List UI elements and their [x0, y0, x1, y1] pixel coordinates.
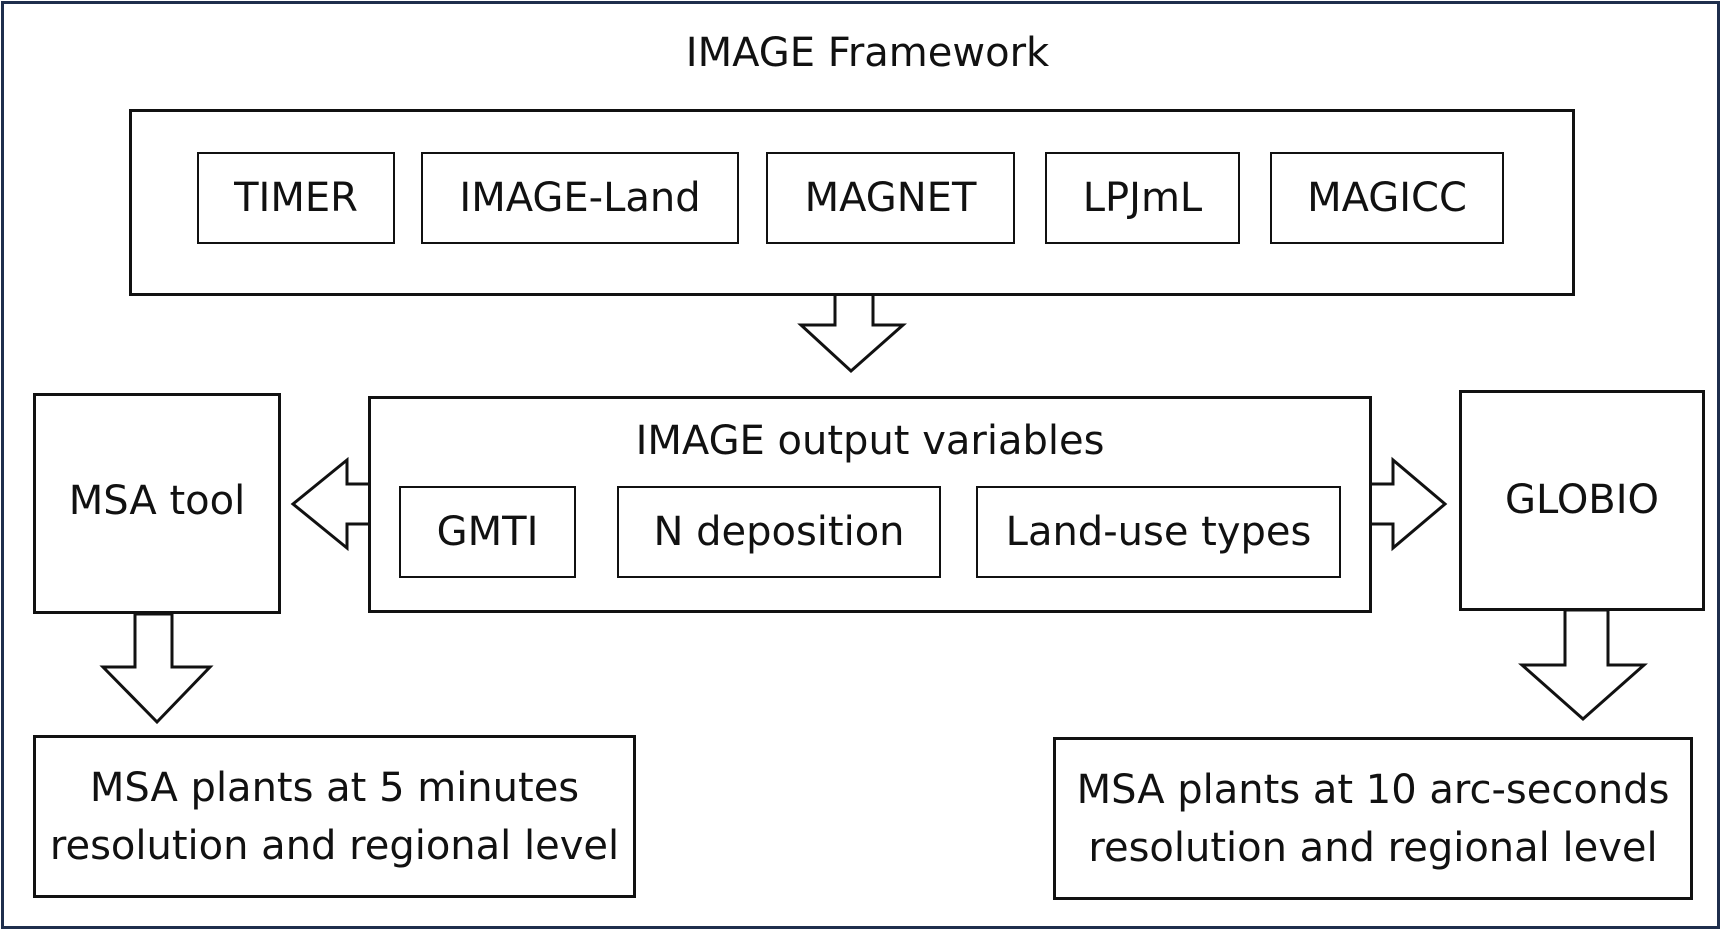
msa-result-box: MSA plants at 5 minutes resolution and r… [33, 735, 636, 898]
model-magnet: MAGNET [766, 152, 1015, 244]
variable-n-deposition: N deposition [617, 486, 941, 578]
msa-tool-label: MSA tool [68, 478, 246, 524]
globio-result-line2: resolution and regional level [1088, 824, 1658, 871]
globio-result-line1: MSA plants at 10 arc-seconds [1076, 766, 1670, 813]
globio-result-box: MSA plants at 10 arc-seconds resolution … [1053, 737, 1693, 900]
model-lpjml: LPJmL [1045, 152, 1240, 244]
globio-box: GLOBIO [1459, 390, 1705, 611]
globio-label: GLOBIO [1504, 477, 1660, 523]
model-timer: TIMER [197, 152, 395, 244]
variable-land-use-types: Land-use types [976, 486, 1341, 578]
model-magicc: MAGICC [1270, 152, 1504, 244]
msa-result-line1: MSA plants at 5 minutes [89, 764, 580, 811]
model-image-land: IMAGE-Land [421, 152, 739, 244]
variable-gmti: GMTI [399, 486, 576, 578]
output-title: IMAGE output variables [635, 418, 1105, 464]
msa-tool-box: MSA tool [33, 393, 281, 614]
framework-title: IMAGE Framework [685, 30, 1050, 76]
msa-result-line2: resolution and regional level [49, 822, 620, 869]
